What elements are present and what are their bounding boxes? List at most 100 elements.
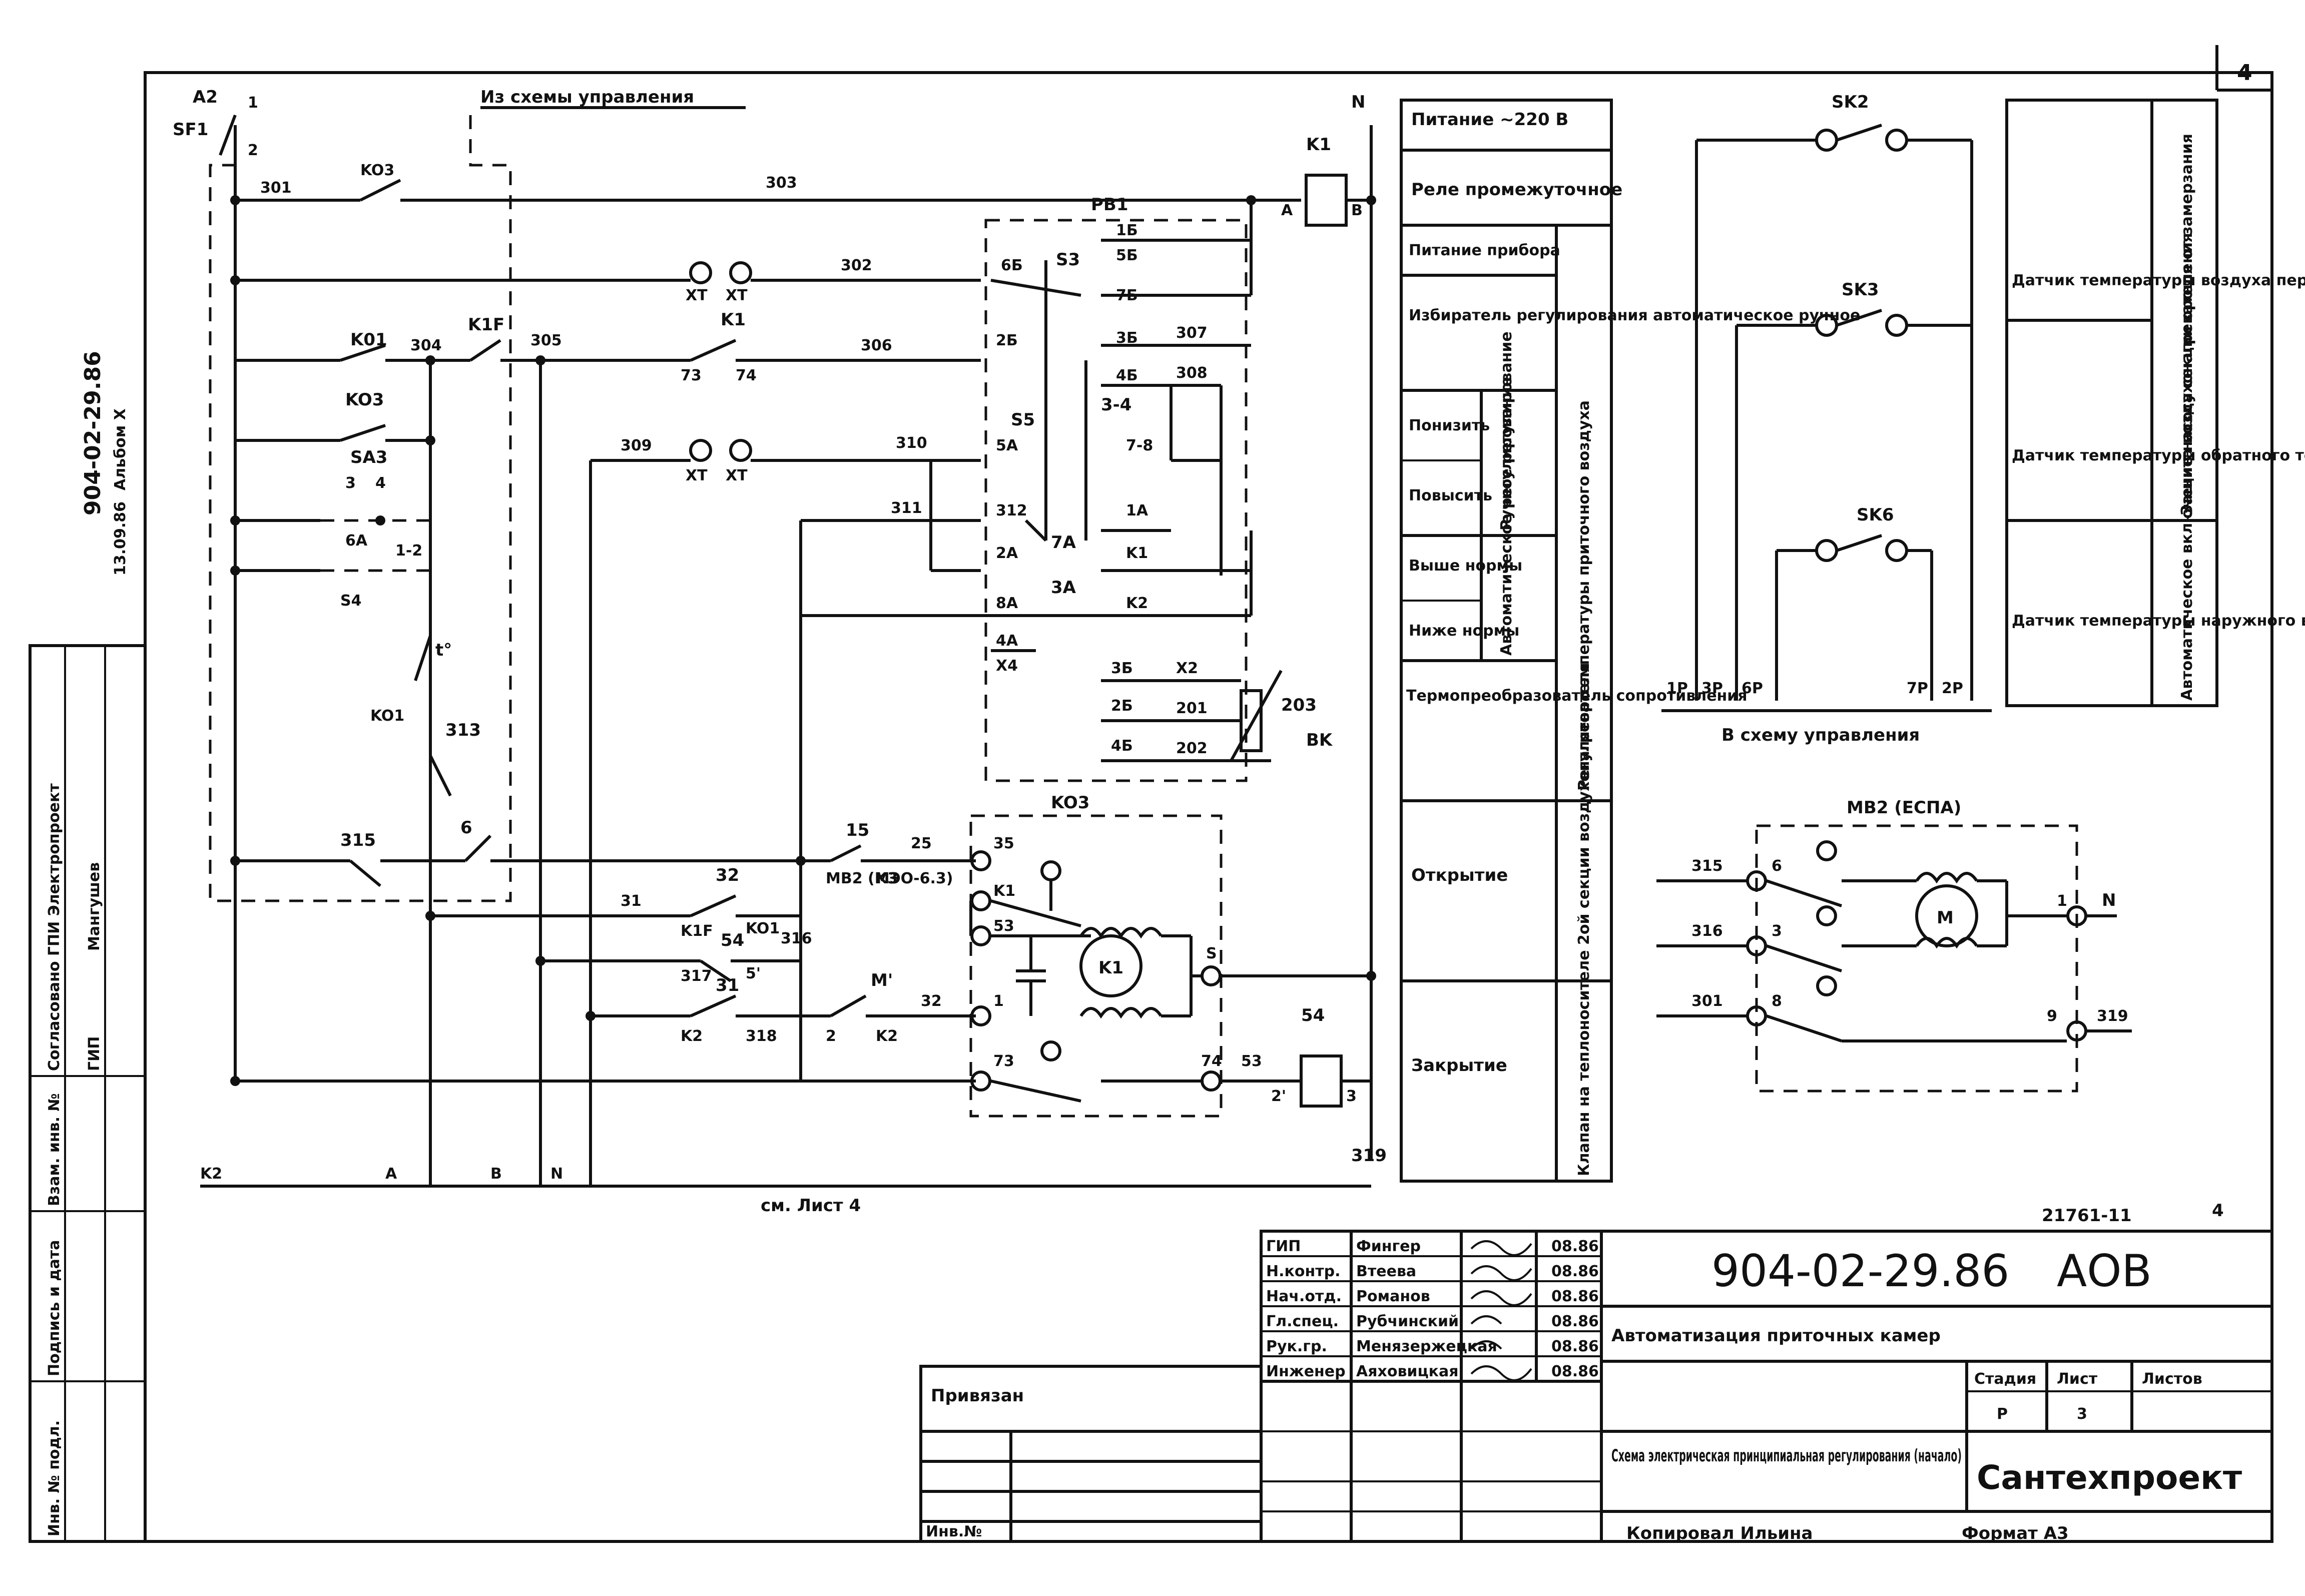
ko3-contact: KO3	[360, 162, 394, 179]
bk-label: 203	[1281, 695, 1317, 715]
date-3: 08.86	[1551, 1288, 1599, 1305]
k2-a: 2'	[1271, 1088, 1286, 1105]
k2-contact-s: 3A	[1051, 578, 1076, 598]
pin-32b: 5'	[746, 965, 761, 982]
wire-309: 309	[621, 437, 652, 454]
sensor-desc-2: Датчик температуры обратного теплоносите…	[2012, 447, 2305, 464]
wire-313: KO1	[370, 707, 404, 725]
terminal-6p: 6Р	[1742, 680, 1763, 697]
side-album: Альбом X	[112, 408, 129, 490]
pin-74b: 318	[746, 1027, 777, 1045]
legend-regulator: Регулятор температуры приточного воздуха	[1575, 400, 1593, 791]
pin-74: 74	[736, 367, 757, 384]
legend-relay: Реле промежуточное	[1411, 180, 1622, 200]
espa-motor-label: M	[1937, 908, 1954, 928]
side-code: 904-02-29.86	[80, 351, 106, 515]
sa3-78: 6A	[345, 532, 368, 550]
sa3-pin4: 4	[375, 474, 386, 492]
pin-5prime: K1	[993, 882, 1015, 900]
legend-closing: Закрытие	[1411, 1055, 1507, 1076]
name-romanov: Романов	[1356, 1288, 1430, 1305]
mb2-meo-label: KO3	[1051, 793, 1089, 813]
sa3-label: SA3	[350, 447, 387, 467]
pin-54: KO1	[746, 920, 780, 937]
side-note: 13.09.86	[112, 501, 129, 576]
bottom-305: B	[490, 1165, 502, 1183]
x4-label: 4A	[996, 632, 1018, 650]
wire-315: 25	[911, 835, 932, 852]
sensor-protect: Защита воздухонагревателя от замерзания	[2178, 134, 2196, 515]
sf1-pin2: 2	[248, 142, 258, 159]
signature-2	[1470, 1265, 1532, 1281]
date-5: 08.86	[1551, 1338, 1599, 1355]
espa-pin-1: 1	[2057, 892, 2067, 910]
sf1-label: SF1	[173, 120, 208, 140]
bottom-ref: см. Лист 4	[761, 1196, 861, 1216]
role-glspec: Гл.спец.	[1266, 1313, 1339, 1330]
mb2-pin-6: 35	[993, 835, 1014, 852]
pin-73: 73	[681, 367, 702, 384]
terminal-3p: 3Р	[1701, 680, 1723, 697]
wire-308: 308	[1176, 364, 1208, 382]
espa-315: 315	[1691, 857, 1723, 875]
gip-name: Мангушев	[86, 862, 103, 951]
corner-number: 4	[2237, 60, 2252, 86]
pin-3a: 8A	[996, 595, 1018, 612]
wire-311: 1-2	[395, 542, 422, 560]
role-rukgr: Рук.гр.	[1266, 1338, 1327, 1355]
legend-power-device: Питание прибора	[1409, 242, 1560, 259]
k1f-contact-2: 315	[340, 830, 376, 850]
t-label: BK	[1306, 730, 1333, 750]
wire-301: 301	[260, 179, 292, 197]
mb2-pin-2: 1	[993, 992, 1004, 1010]
pin-54b: K2	[876, 1027, 898, 1045]
sk6-label: SK6	[1857, 505, 1894, 525]
left-strip: Согласовано ГПИ Электропроект ГИП Мангуш…	[29, 351, 147, 1543]
sensor-pump: Автоматическое включение насоса секции о…	[2178, 233, 2196, 701]
pin-5a: 5A	[996, 437, 1018, 454]
bottom-316: A	[385, 1165, 397, 1183]
k1-coil-label: K1	[1306, 135, 1331, 155]
k2-contact-53: M'	[871, 970, 893, 990]
sf1-pin1: 1	[248, 94, 258, 112]
ko3-contact-2: KO3	[345, 390, 384, 410]
signature-3	[1470, 1290, 1532, 1306]
ko3-contact-v: 313	[445, 720, 481, 740]
legend-converter: Термопреобразователь сопротивления	[1406, 687, 1748, 705]
ko1-contact-2: 6	[460, 818, 472, 838]
agreed-label: Согласовано ГПИ Электропроект	[46, 783, 63, 1071]
wire-305: 305	[530, 332, 562, 349]
mb2-pin-3: 74	[1201, 1052, 1222, 1070]
title-block: 21761-11 4 Привязан Инв.№ ГИП Н.контр. Н…	[919, 1201, 2273, 1543]
espa-pin-9: 9	[2047, 1007, 2057, 1025]
pin-32: K3	[876, 870, 898, 887]
motor-m-prime-label: K1	[1098, 958, 1123, 978]
k1-coil	[1305, 174, 1348, 227]
k1-contact-306: K1	[721, 310, 746, 330]
tb-inv-no: Инв.№	[926, 1523, 982, 1540]
x2-label: X4	[996, 657, 1018, 675]
pb1-label: PB1	[1091, 195, 1128, 215]
signature-5	[1470, 1340, 1502, 1350]
pin-2a: 1A	[1126, 502, 1148, 519]
sensors-block: SK2 SK3 SK6 1Р 3Р 6Р 7Р 2Р В схему управ…	[1661, 92, 2305, 745]
espa-301: 301	[1691, 992, 1723, 1010]
legend-valve: Клапан на теплоносителе 2ой секции возду…	[1575, 663, 1593, 1176]
k1-contact-s: 7A	[1051, 533, 1076, 553]
role-engineer: Инженер	[1266, 1363, 1346, 1380]
k2-contact-73: 31	[716, 975, 739, 995]
s4-label: 3-4	[1101, 395, 1131, 415]
bk-resistor	[1240, 689, 1263, 752]
sa3-34: S4	[340, 592, 361, 610]
legend-above: Выше нормы	[1409, 557, 1522, 575]
copied-by: Копировал Ильина	[1626, 1523, 1813, 1543]
format: Формат А3	[1962, 1523, 2069, 1543]
pb1-1b: 1Б	[1116, 222, 1138, 239]
pin-73b: K2	[681, 1027, 703, 1045]
mb2-pin-1: S	[1206, 945, 1217, 962]
pin-6a: 7-8	[1126, 437, 1153, 454]
bottom-309: N	[550, 1165, 563, 1183]
k1f-contact: K1F	[468, 315, 504, 335]
sensor-desc-3: Датчик температуры наружного воздуха	[2012, 612, 2305, 630]
n-label-bottom: 319	[1351, 1146, 1387, 1166]
